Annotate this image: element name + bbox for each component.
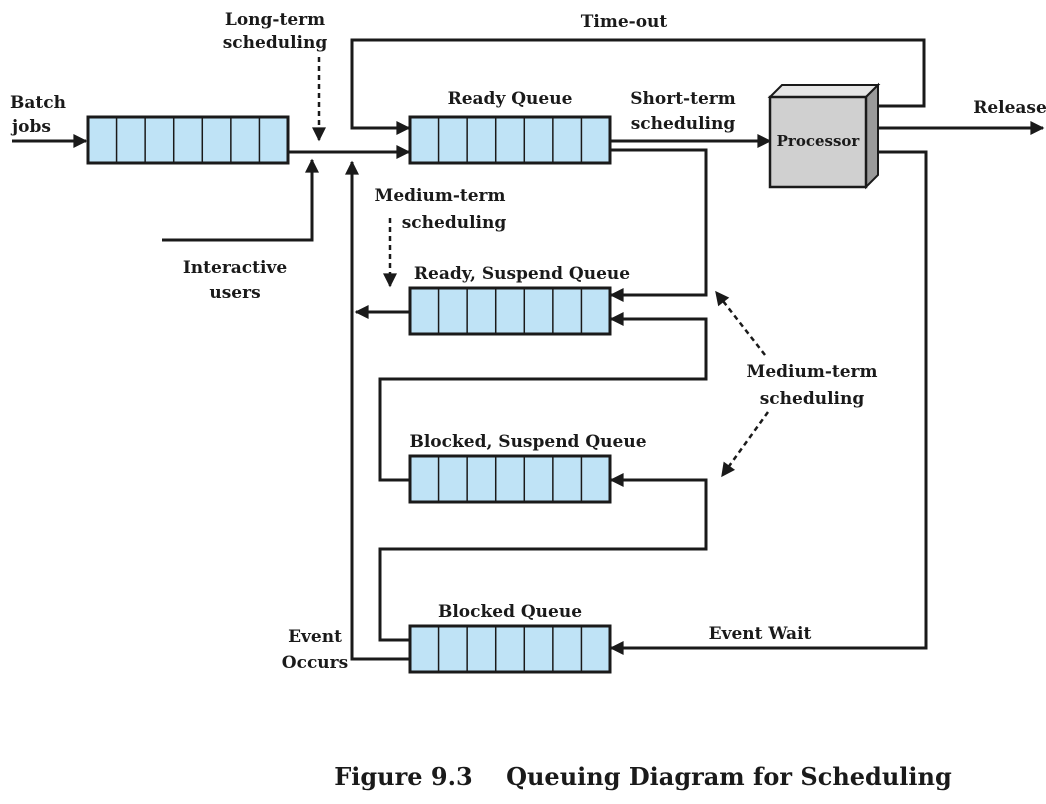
event-occurs-arrow <box>345 160 409 661</box>
processor-block: Processor <box>767 82 881 190</box>
medium-term-right-label-2: scheduling <box>760 389 865 409</box>
medium-term-top-label-2: scheduling <box>402 213 507 233</box>
blocked-queue-label: Blocked Queue <box>438 602 582 622</box>
interactive-users-arrow <box>162 158 319 242</box>
event-occurs-label-2: Occurs <box>282 653 348 673</box>
medium-term-top-label-1: Medium-term <box>375 186 506 206</box>
ready-queue-label: Ready Queue <box>448 89 573 109</box>
batch-jobs-label-1: Batch <box>10 93 66 113</box>
queue-box <box>408 286 612 336</box>
queue-box <box>408 454 612 504</box>
medium-term-down-dashed-arrow <box>720 411 770 478</box>
blocked-suspend-queue-label: Blocked, Suspend Queue <box>409 432 646 452</box>
event-wait-label: Event Wait <box>709 624 812 644</box>
processor-label: Processor <box>777 132 861 150</box>
release-label: Release <box>973 98 1046 118</box>
blocked-suspend-queue <box>408 454 612 504</box>
timeout-loop-arrow <box>350 38 926 135</box>
interactive-users-label-1: Interactive <box>183 258 287 278</box>
short-term-label-1: Short-term <box>630 89 735 109</box>
timeout-label: Time-out <box>581 12 668 32</box>
blocked-to-blocked-suspend-arrow <box>378 473 708 642</box>
blocked-queue <box>408 624 612 674</box>
queue-box <box>86 115 290 165</box>
event-occurs-label-1: Event <box>288 627 342 647</box>
long-term-label-1: Long-term <box>225 10 325 30</box>
medium-term-up-dashed-arrow <box>715 290 766 356</box>
batch-queue <box>86 115 290 165</box>
ready-suspend-queue-label: Ready, Suspend Queue <box>414 264 630 284</box>
event-wait-arrow <box>609 150 928 655</box>
long-term-label-2: scheduling <box>223 33 328 53</box>
short-term-label-2: scheduling <box>631 114 736 134</box>
interactive-users-label-2: users <box>209 283 260 303</box>
queue-box <box>408 115 612 165</box>
batch-jobs-label-2: jobs <box>10 117 51 137</box>
queue-box <box>408 624 612 674</box>
figure-caption: Figure 9.3 Queuing Diagram for Schedulin… <box>334 762 952 791</box>
ready-suspend-queue <box>408 286 612 336</box>
blocked-suspend-to-ready-suspend-arrow <box>378 312 708 482</box>
medium-term-right-label-1: Medium-term <box>747 362 878 382</box>
ready-queue <box>408 115 612 165</box>
ready-to-ready-suspend-arrow <box>609 148 708 302</box>
